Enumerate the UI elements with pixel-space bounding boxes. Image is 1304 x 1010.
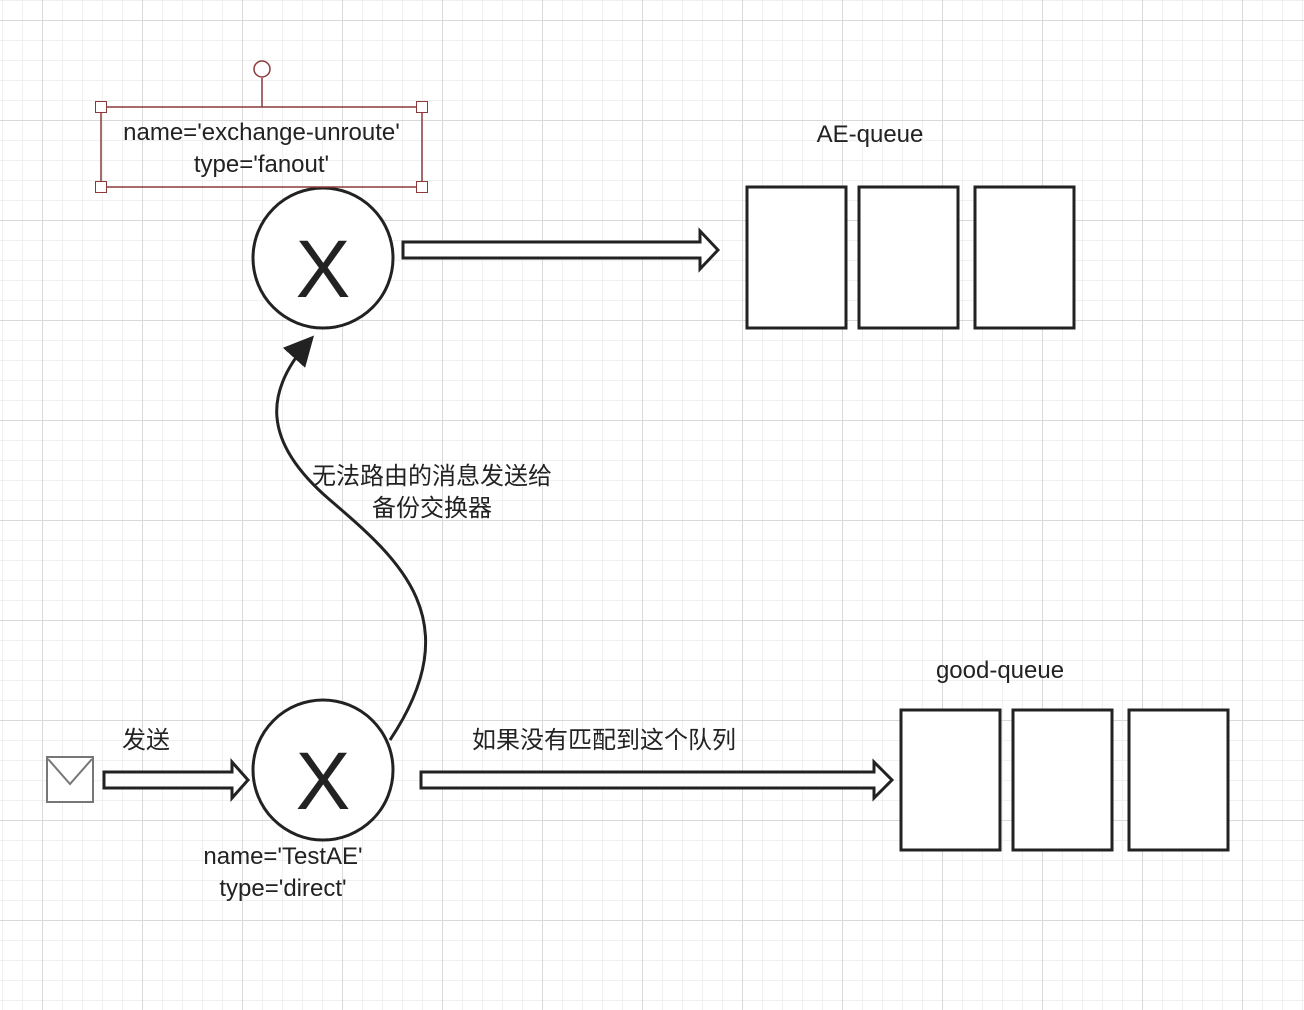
exchange-testae-circle[interactable]	[251, 698, 395, 842]
resize-handle-top-left[interactable]	[95, 101, 107, 113]
unmatched-label[interactable]: 如果没有匹配到这个队列	[472, 727, 736, 754]
rotate-handle-icon[interactable]	[253, 60, 271, 78]
good-queue-slots[interactable]	[899, 708, 1230, 852]
envelope-icon[interactable]	[46, 756, 94, 803]
resize-handle-bottom-left[interactable]	[95, 181, 107, 193]
ae-queue-label[interactable]: AE-queue	[816, 121, 924, 148]
alternate-exchange-line1: 无法路由的消息发送给	[312, 463, 552, 490]
ae-queue-slot	[745, 185, 848, 330]
exchange-testae-symbol: X	[295, 736, 351, 827]
exchange-testae-type: type='direct'	[219, 875, 347, 902]
exchange-unroute-symbol: X	[295, 224, 351, 315]
resize-handle-bottom-right[interactable]	[416, 181, 428, 193]
good-queue-label[interactable]: good-queue	[935, 657, 1065, 684]
good-queue-slot	[1127, 708, 1230, 852]
resize-handle-top-right[interactable]	[416, 101, 428, 113]
send-arrow[interactable]	[102, 758, 251, 802]
exchange-unroute-label[interactable]: name='exchange-unroute' type='fanout'	[101, 117, 422, 181]
exchange-testae-name: name='TestAE'	[203, 843, 363, 870]
alternate-exchange-arrow[interactable]	[275, 335, 428, 741]
ae-queue-slots[interactable]	[745, 185, 1076, 330]
unmatched-arrow[interactable]	[419, 758, 895, 802]
exchange-unroute-name: name='exchange-unroute'	[123, 119, 400, 146]
exchange-unroute-circle[interactable]	[251, 186, 395, 330]
exchange-testae-label[interactable]: name='TestAE' type='direct'	[173, 841, 393, 905]
ae-queue-slot	[857, 185, 960, 330]
fanout-arrow[interactable]	[401, 227, 721, 273]
ae-queue-slot	[973, 185, 1076, 330]
selection-box[interactable]	[100, 60, 423, 188]
send-label[interactable]: 发送	[122, 727, 170, 754]
good-queue-slot	[899, 708, 1002, 852]
alternate-exchange-label[interactable]: 无法路由的消息发送给 备份交换器	[292, 461, 572, 525]
alternate-exchange-line2: 备份交换器	[372, 495, 492, 522]
good-queue-slot	[1011, 708, 1114, 852]
exchange-unroute-type: type='fanout'	[193, 151, 330, 178]
